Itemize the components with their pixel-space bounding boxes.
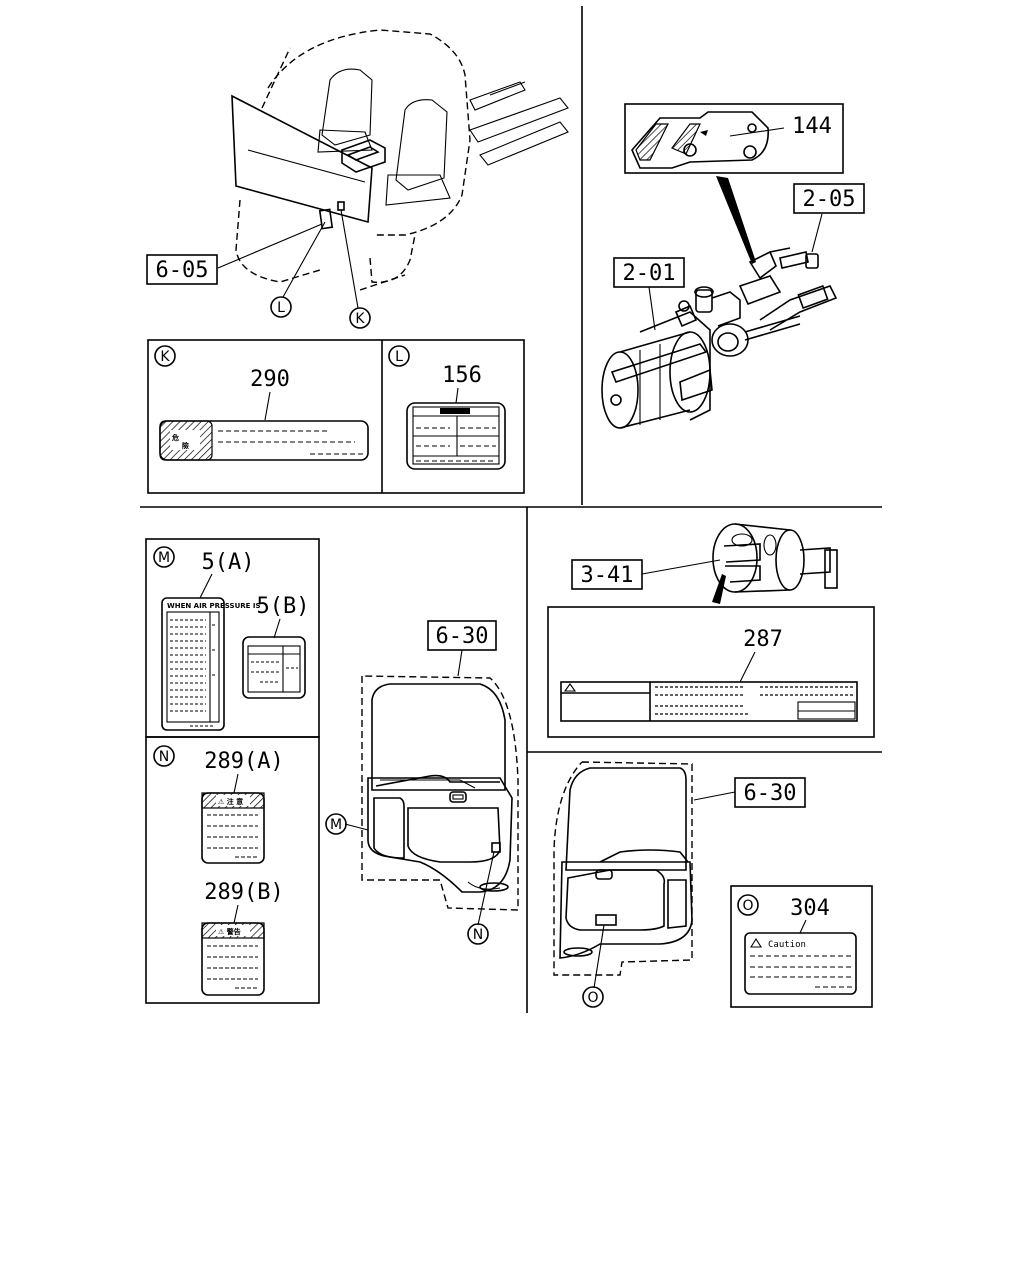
- detail-N: N 289(A) 289(B) ⚠ 注 意 ⚠ 警告: [145, 736, 320, 1004]
- ref-box-6-30-right[interactable]: 6-30: [734, 777, 806, 808]
- ref-6-05-text: 6-05: [156, 258, 209, 283]
- svg-text:3-41: 3-41: [581, 563, 634, 588]
- leader-O: [593, 924, 605, 989]
- svg-text:O: O: [587, 990, 598, 1006]
- part-144-label: 144: [792, 114, 832, 139]
- part-5A-label: 5(A): [202, 550, 255, 575]
- detail-L: L 156: [388, 345, 506, 470]
- part-289A-label: 289(A): [204, 749, 283, 774]
- svg-text:險: 險: [182, 441, 189, 450]
- leader-N: [477, 851, 495, 926]
- svg-text:O: O: [742, 898, 753, 914]
- callout-circle-O[interactable]: O: [582, 986, 604, 1008]
- svg-text:6-30: 6-30: [744, 781, 797, 806]
- panel-dividers: [140, 6, 882, 1013]
- leader-6-30-middle: [457, 649, 463, 677]
- callout-circle-M[interactable]: M: [325, 813, 347, 835]
- svg-text:K: K: [160, 349, 170, 365]
- label-287-box: 287: [547, 606, 875, 738]
- door-left-illustration: [361, 675, 519, 911]
- svg-text:M: M: [158, 550, 170, 566]
- svg-text:N: N: [159, 749, 169, 765]
- detail-M: M 5(A) 5(B) WHEN AIR PRESSURE IS: [145, 538, 320, 738]
- door-right-illustration: [553, 761, 693, 976]
- ref-box-6-05[interactable]: 6-05: [146, 254, 218, 285]
- ref-box-3-41[interactable]: 3-41: [571, 559, 643, 590]
- svg-text:N: N: [473, 927, 483, 943]
- part-287-label: 287: [743, 627, 783, 652]
- svg-text:M: M: [330, 817, 342, 833]
- leader-3-41: [641, 559, 721, 575]
- caution-text: Caution: [768, 940, 806, 950]
- svg-text:WHEN AIR PRESSURE IS: WHEN AIR PRESSURE IS: [167, 602, 261, 610]
- ref-box-6-30-middle[interactable]: 6-30: [427, 620, 497, 651]
- svg-text:2-05: 2-05: [803, 187, 856, 212]
- leader-2-05: [811, 213, 823, 253]
- brake-chamber: [712, 523, 838, 593]
- detail-box-K-L: [147, 339, 525, 494]
- svg-text:2-01: 2-01: [623, 261, 676, 286]
- svg-text:L: L: [277, 300, 285, 316]
- callout-circle-N[interactable]: N: [467, 923, 489, 945]
- svg-text:K: K: [355, 311, 365, 327]
- leader-2-01: [648, 286, 656, 331]
- ref-box-2-05[interactable]: 2-05: [793, 183, 865, 214]
- part-290-label: 290: [250, 367, 290, 392]
- part-156-label: 156: [442, 363, 482, 388]
- svg-text:L: L: [395, 349, 403, 365]
- valve-assembly: [601, 247, 838, 429]
- svg-text:6-30: 6-30: [436, 624, 489, 649]
- part-5B-label: 5(B): [257, 594, 310, 619]
- detail-K: K 290 危 險: [154, 345, 369, 461]
- callout-circle-L-top[interactable]: L: [270, 296, 292, 318]
- leader-6-30-right: [693, 791, 736, 801]
- ref-box-2-01[interactable]: 2-01: [613, 257, 685, 288]
- svg-text:⚠ 警告: ⚠ 警告: [218, 927, 241, 936]
- callout-circle-K-top[interactable]: K: [349, 307, 371, 329]
- svg-text:危: 危: [171, 433, 179, 442]
- bracket-144-box: 144: [624, 103, 844, 174]
- leader-287-arrow: [712, 574, 726, 604]
- leader-M: [344, 823, 369, 831]
- detail-O: O 304 Caution: [730, 885, 873, 1008]
- cab-illustration: [217, 29, 569, 309]
- svg-text:⚠ 注 意: ⚠ 注 意: [218, 797, 243, 806]
- part-304-label: 304: [790, 896, 830, 921]
- leader-144: [716, 176, 756, 264]
- part-289B-label: 289(B): [204, 880, 283, 905]
